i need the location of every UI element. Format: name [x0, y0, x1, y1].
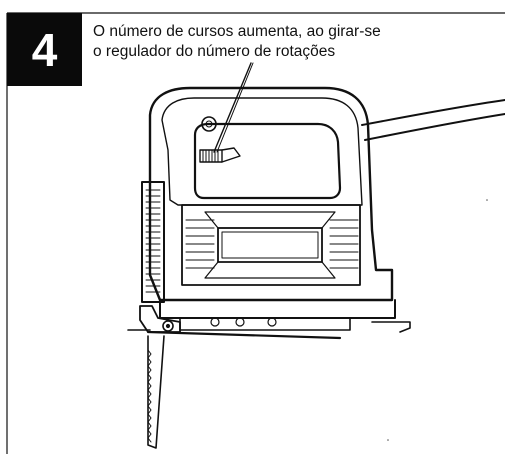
label-plate-inner	[221, 231, 319, 259]
instruction-caption: O número de cursos aumenta, ao girar-se …	[93, 22, 493, 62]
guide-roller	[162, 320, 174, 332]
screw-icon	[201, 116, 217, 132]
base-screw-3	[267, 317, 277, 327]
caption-line-1: O número de cursos aumenta, ao girar-se	[93, 23, 381, 40]
guide-roller-axle	[165, 323, 171, 329]
blade-clamp	[139, 305, 181, 333]
speed-dial-icon	[199, 147, 241, 163]
power-cord	[361, 99, 505, 126]
base-sole	[146, 330, 342, 340]
label-plate	[217, 227, 323, 263]
screw-center	[205, 120, 213, 128]
vent-slats-left	[185, 219, 215, 269]
base-shoe	[179, 317, 351, 331]
base-screw-1	[210, 317, 220, 327]
step-number: 4	[31, 23, 58, 76]
leader-line	[213, 62, 252, 153]
blade-guard-ribs	[145, 189, 161, 293]
speck	[387, 439, 389, 441]
label-bevel-bottom	[204, 261, 336, 279]
power-cord-lower	[364, 113, 505, 141]
step-number-badge: 4	[7, 13, 82, 86]
speck	[486, 199, 488, 201]
base-plate	[159, 299, 396, 319]
leader-line-shadow	[216, 62, 254, 153]
handle-grip-opening	[193, 122, 342, 200]
caption-line-2: o regulador do número de rotações	[93, 43, 336, 60]
label-bevel-top	[204, 211, 336, 229]
blade-guard	[141, 181, 165, 303]
base-screw-2	[235, 317, 245, 327]
guide-rail	[371, 321, 411, 333]
vent-slats-right	[329, 219, 359, 269]
handle-inner-contour	[161, 97, 363, 206]
motor-housing	[181, 204, 361, 286]
tool-body-outline	[148, 86, 394, 302]
saw-blade-teeth	[147, 349, 152, 443]
